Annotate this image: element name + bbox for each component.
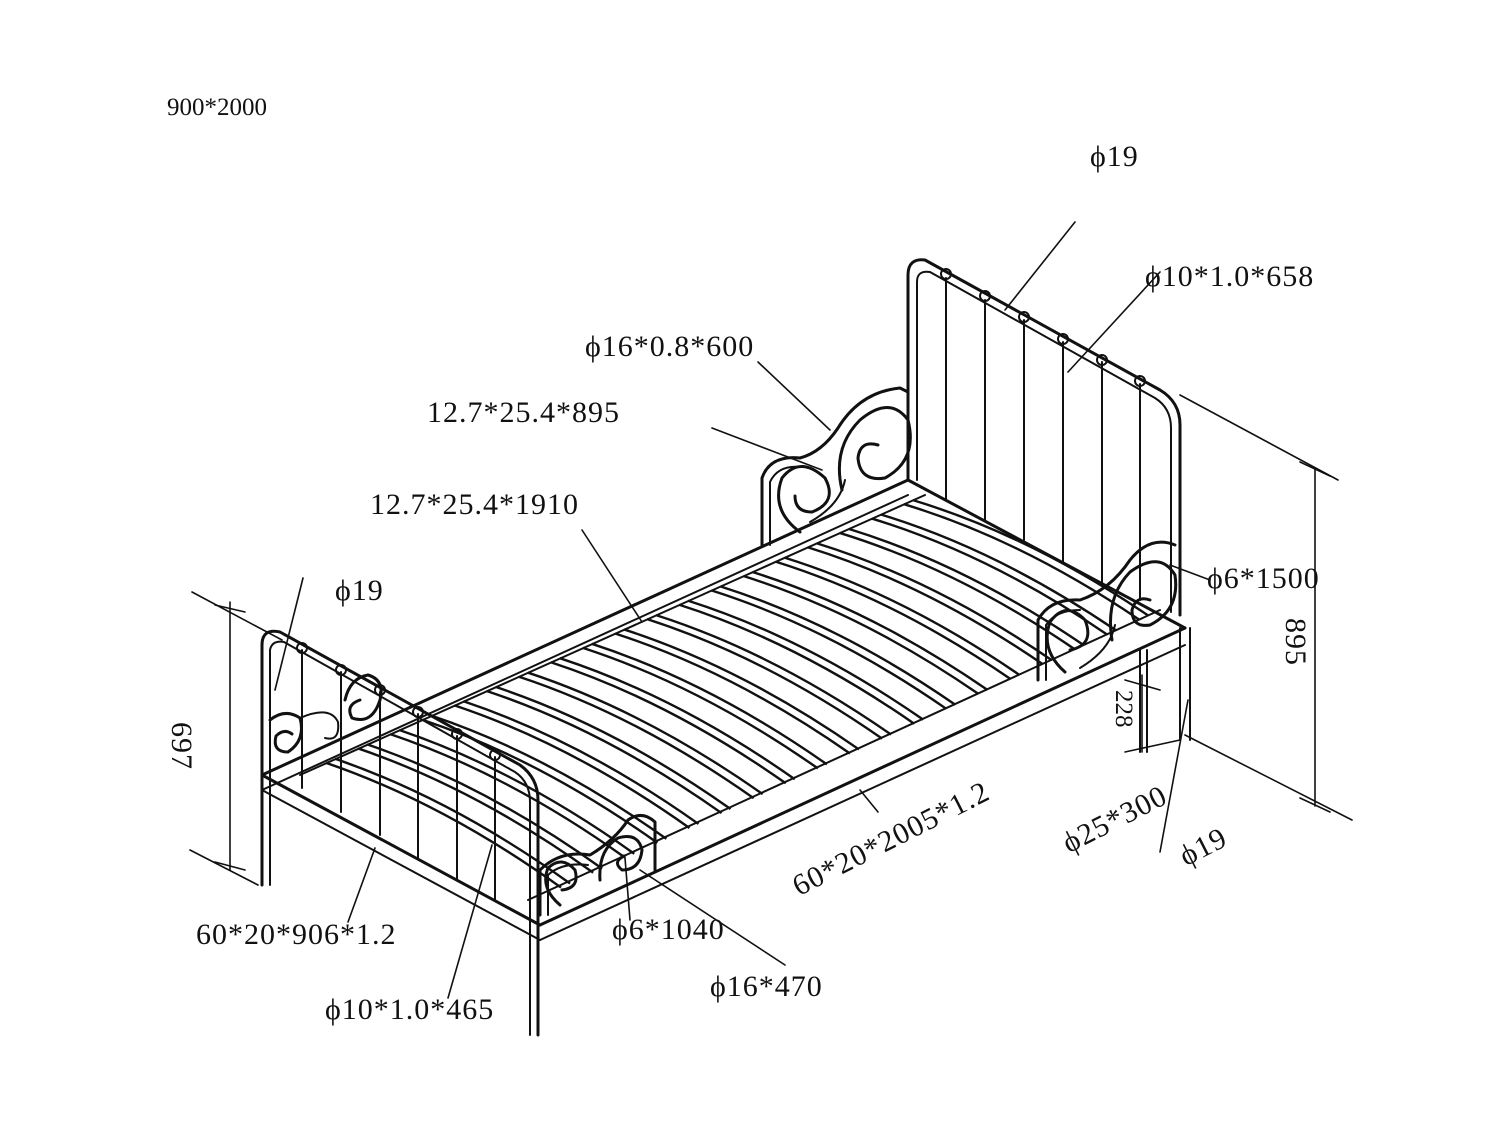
slat-edge xyxy=(527,671,764,796)
dimension-lines xyxy=(189,394,1353,886)
slat-edge xyxy=(389,732,626,859)
slat-edge xyxy=(495,685,732,811)
headboard-scroll xyxy=(760,386,912,547)
slat-edge xyxy=(807,546,1044,666)
slat-edge xyxy=(871,517,1108,636)
headboard-rod-label: ϕ10*1.0*658 xyxy=(1145,260,1315,293)
height-overall-label: 895 xyxy=(1279,618,1312,666)
slat-edge xyxy=(325,761,562,889)
slat-edge xyxy=(912,498,1149,617)
headboard-scroll-label: ϕ16*0.8*600 xyxy=(585,330,755,363)
foot-scroll xyxy=(538,814,657,917)
slat-edge xyxy=(903,503,1140,621)
foot-height-label: 697 xyxy=(165,722,198,770)
slat-edge xyxy=(678,603,915,725)
slat-edge xyxy=(463,700,700,825)
slat-edge xyxy=(687,599,924,721)
slat-edge xyxy=(848,527,1085,647)
headboard xyxy=(906,258,1182,617)
footboard-rod-label: ϕ10*1.0*465 xyxy=(325,993,495,1026)
slat-edge xyxy=(784,556,1021,676)
side-scroll-rod-label: ϕ6*1500 xyxy=(1207,562,1320,595)
slat-edge xyxy=(334,757,571,885)
slat-edge xyxy=(816,542,1053,662)
slat-edge xyxy=(623,628,860,751)
slat-edge xyxy=(880,513,1117,632)
slat-edge xyxy=(743,574,980,695)
footboard-top-tube-label: ϕ19 xyxy=(335,574,384,607)
slat-edge xyxy=(454,704,691,829)
foot-scroll-tube-label: ϕ16*470 xyxy=(710,970,823,1003)
slat-edge xyxy=(357,747,594,874)
foot-scroll-rod-label: ϕ6*1040 xyxy=(612,913,725,946)
slat-edge xyxy=(719,585,956,706)
slat-edge xyxy=(646,617,883,740)
leader-lines xyxy=(274,221,1211,999)
headboard-top-tube-label: ϕ19 xyxy=(1090,140,1139,173)
slat-edge xyxy=(550,661,787,785)
slat-edge xyxy=(710,589,947,710)
side-rail-upper-label: 12.7*25.4*895 xyxy=(427,396,620,429)
slat-edge xyxy=(582,646,819,770)
leg-height-label: 228 xyxy=(1110,690,1137,728)
slat-edge xyxy=(486,689,723,815)
bed-slats xyxy=(325,498,1149,889)
side-rail-long-label: 12.7*25.4*1910 xyxy=(370,488,579,521)
slat-edge xyxy=(398,728,635,855)
slat-edge xyxy=(614,632,851,755)
slat-edge xyxy=(366,743,603,870)
slat-edge xyxy=(430,714,668,840)
slat-edge xyxy=(752,570,989,691)
overall-size-label: 900*2000 xyxy=(167,94,267,121)
bed-legs xyxy=(1139,627,1191,753)
slat-edge xyxy=(591,642,828,766)
slat-edge xyxy=(559,657,796,781)
slat-edge xyxy=(518,675,755,800)
slat-edge xyxy=(775,560,1012,681)
slat-edge xyxy=(655,613,892,736)
end-frame-label: 60*20*906*1.2 xyxy=(196,918,397,951)
slat-edge xyxy=(839,531,1076,651)
footboard xyxy=(260,629,540,1037)
